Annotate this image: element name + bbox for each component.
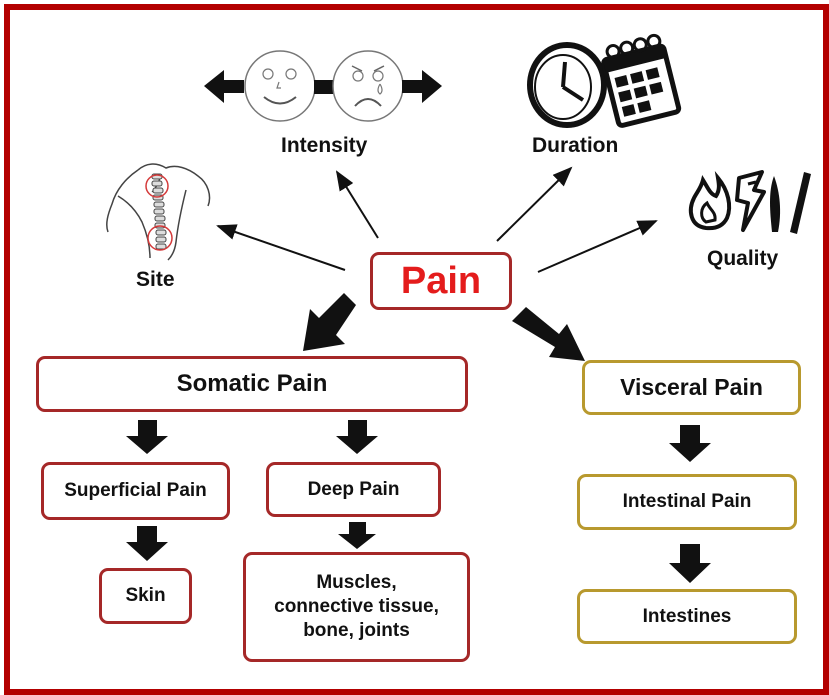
muscles-box: Muscles, connective tissue, bone, joints [243,552,470,662]
knife-icon [770,176,780,232]
intestines-box: Intestines [577,589,797,644]
arrow-to-intensity [337,172,378,238]
left-arrow-icon [204,70,244,103]
spine-body-icon [107,164,210,260]
arrow-visceral-to-intestinal [669,425,711,462]
intestinal-pain-box: Intestinal Pain [577,474,797,530]
needle-icon [790,172,811,234]
smiley-face-icon [245,51,315,121]
deep-pain-box: Deep Pain [266,462,441,517]
lightning-bolt-icon [737,172,764,230]
arrow-to-site [218,226,345,270]
arrow-somatic-to-deep [336,420,378,454]
arrow-to-duration [497,168,571,241]
calendar-icon [600,34,680,127]
muscles-line: Muscles, [316,571,396,595]
clock-icon [530,45,604,125]
arrow-to-somatic [303,293,356,351]
duration-label: Duration [532,134,618,158]
somatic-pain-box: Somatic Pain [36,356,468,412]
intensity-icon-group [204,51,442,121]
arrow-superficial-to-skin [126,526,168,561]
bone-joints-line: bone, joints [303,619,410,643]
skin-box: Skin [99,568,192,624]
arrow-intestinal-to-intestines [669,544,711,583]
arrow-to-visceral [512,307,585,361]
quality-label: Quality [707,247,778,271]
connective-tissue-line: connective tissue, [274,595,439,619]
right-arrow-icon [402,70,442,103]
site-label: Site [136,268,175,292]
arrow-somatic-to-superficial [126,420,168,454]
crying-face-icon [333,51,403,121]
pain-center-box: Pain [370,252,512,310]
superficial-pain-box: Superficial Pain [41,462,230,520]
arrow-to-quality [538,221,656,272]
arrow-deep-to-muscles [338,522,376,549]
quality-icon-group [691,172,811,234]
intensity-label: Intensity [281,134,367,158]
visceral-pain-box: Visceral Pain [582,360,801,415]
duration-icon-group [530,34,680,127]
